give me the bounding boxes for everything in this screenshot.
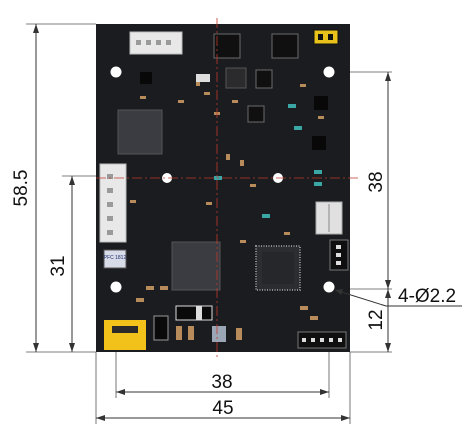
switch [153, 315, 169, 341]
mounting-hole-bottom-left [110, 281, 122, 293]
dim-hole-span-vertical: 38 [366, 171, 387, 192]
transistor-3 [312, 136, 326, 150]
smd-white-part [196, 74, 210, 82]
ic-soic-1 [213, 33, 241, 59]
dim-board-width: 45 [212, 398, 233, 419]
ic-sot-1 [255, 69, 273, 89]
dimension-lines [35, 24, 462, 419]
mounting-hole-top-left [110, 66, 122, 78]
dim-bottom-offset: 12 [366, 309, 387, 330]
pfc-label: PFC 1812 [104, 255, 127, 261]
ic-crystal [225, 67, 247, 89]
side-connector [99, 163, 127, 243]
dim-board-height: 58.5 [11, 170, 32, 207]
diode [175, 305, 213, 321]
mounting-hole-top-right [323, 66, 335, 78]
pfc-module: PFC 1812 [103, 249, 127, 269]
bottom-pin-header [297, 331, 347, 349]
dim-lower-offset: 31 [48, 255, 69, 276]
right-white-connector [315, 201, 343, 235]
mounting-hole-bottom-right [323, 281, 335, 293]
mounting-holes [110, 66, 335, 293]
power-header [313, 29, 339, 45]
hole-leader-line [334, 289, 462, 307]
center-lines [96, 18, 360, 360]
board-substrate [96, 24, 350, 352]
ic-soic-2 [271, 33, 299, 59]
dim-hole-callout: 4-Ø2.2 [398, 286, 456, 307]
passive-block [212, 326, 226, 342]
dim-hole-span-horizontal: 38 [211, 372, 232, 393]
integrated-circuits [117, 33, 328, 342]
ic-left [117, 109, 163, 155]
ic-sot-2 [247, 105, 265, 123]
ic-qfp-die [262, 252, 294, 284]
center-hole-left [162, 173, 172, 183]
transistor-2 [314, 96, 328, 110]
pcb-board: PFC 1812 [96, 24, 350, 352]
diode-band [196, 306, 202, 320]
yellow-pin-header [104, 320, 146, 350]
right-pin-header [329, 239, 349, 271]
top-connector [129, 31, 183, 55]
dimension-arrows [33, 24, 391, 421]
transistor-1 [140, 72, 152, 84]
ic-bottom [171, 241, 221, 291]
